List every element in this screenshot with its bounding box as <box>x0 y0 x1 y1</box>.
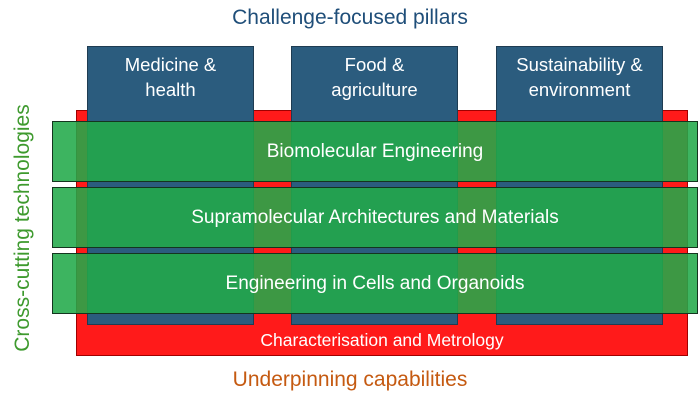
band-engineering-cells-organoids: Engineering in Cells and Organoids <box>52 253 698 314</box>
pillar-label-sustainability-environment: Sustainability & environment <box>516 54 643 100</box>
underpinning-title: Underpinning capabilities <box>232 368 468 391</box>
band-label: Engineering in Cells and Organoids <box>225 272 525 294</box>
pillar-label-medicine-health: Medicine & health <box>124 54 217 100</box>
cross-cutting-title: Cross-cutting technologies <box>11 104 34 352</box>
underpinning-label: Characterisation and Metrology <box>260 330 504 350</box>
band-biomolecular-engineering: Biomolecular Engineering <box>52 121 698 182</box>
pillars-title: Challenge-focused pillars <box>232 6 468 29</box>
band-label: Biomolecular Engineering <box>266 140 484 162</box>
band-label: Supramolecular Architectures and Materia… <box>191 206 559 228</box>
pillar-label-food-agriculture: Food & agriculture <box>331 54 418 100</box>
band-supramolecular-architectures: Supramolecular Architectures and Materia… <box>52 187 698 248</box>
